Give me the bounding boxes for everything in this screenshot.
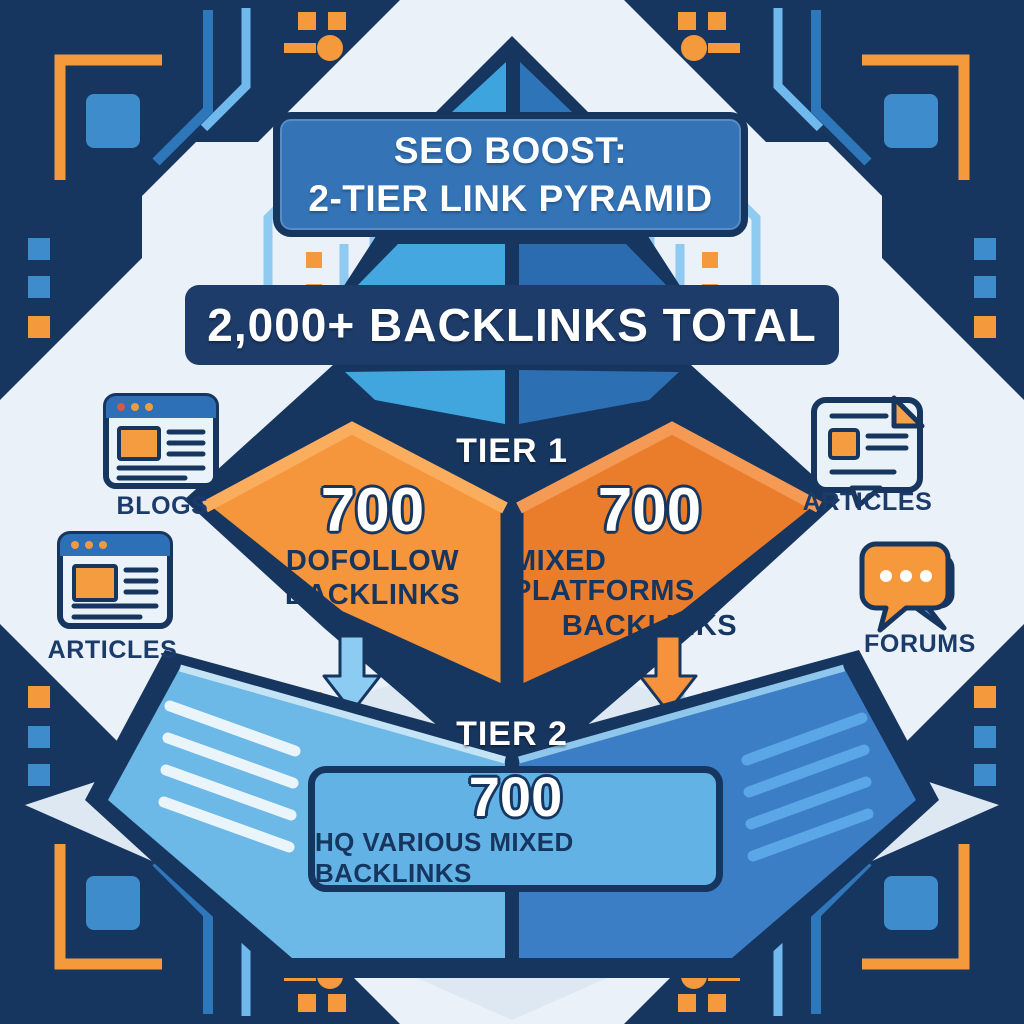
- tier1-left-count: 700: [320, 476, 425, 545]
- tier1-left-desc-2: BACKLINKS: [284, 579, 461, 612]
- total-banner: 2,000+ BACKLINKS TOTAL: [185, 285, 839, 365]
- articles-right-label: ARTICLES: [802, 488, 933, 516]
- articles-document-icon: [811, 395, 925, 509]
- articles-left-label: ARTICLES: [47, 636, 178, 664]
- tier2-label: TIER 2: [456, 715, 568, 753]
- tier1-right-count: 700: [597, 476, 702, 545]
- blogs-label: BLOGS: [116, 492, 209, 520]
- title-line-2: 2-TIER LINK PYRAMID: [308, 177, 713, 219]
- tier1-right-desc-1: MIXED PLATFORMS: [512, 545, 695, 608]
- title-line-1: SEO BOOST:: [393, 130, 628, 172]
- forums-chat-icon: [859, 541, 955, 633]
- pyramid-neck: [345, 370, 679, 424]
- tier1-left-desc-1: DOFOLLOW: [285, 545, 460, 577]
- pyramid-upper-segment: [338, 230, 686, 295]
- tier2-count: 700: [468, 765, 563, 828]
- down-arrow-left-icon: [322, 634, 382, 714]
- tier1-left-highlight: [202, 421, 508, 514]
- tier1-right-block: 700 MIXED PLATFORMS BACKLINKS: [512, 476, 787, 642]
- forums-label: FORUMS: [864, 630, 976, 658]
- total-backlinks-text: 2,000+ BACKLINKS TOTAL: [207, 299, 817, 351]
- pyramid-apex: [428, 36, 596, 120]
- tier2-caption: HQ VARIOUS MIXED BACKLINKS: [315, 827, 574, 888]
- title-banner: SEO BOOST: 2-TIER LINK PYRAMID: [273, 112, 748, 237]
- tier2-box: 700 HQ VARIOUS MIXED BACKLINKS: [308, 766, 723, 892]
- articles-browser-icon: [57, 531, 173, 629]
- tier1-right-highlight: [516, 421, 822, 514]
- tier1-label: TIER 1: [456, 432, 568, 470]
- tier1-right-desc-2: BACKLINKS: [561, 609, 738, 642]
- blogs-browser-icon: [103, 393, 219, 489]
- down-arrow-right-icon: [638, 634, 698, 714]
- tier1-left-block: 700 DOFOLLOW BACKLINKS: [240, 480, 505, 611]
